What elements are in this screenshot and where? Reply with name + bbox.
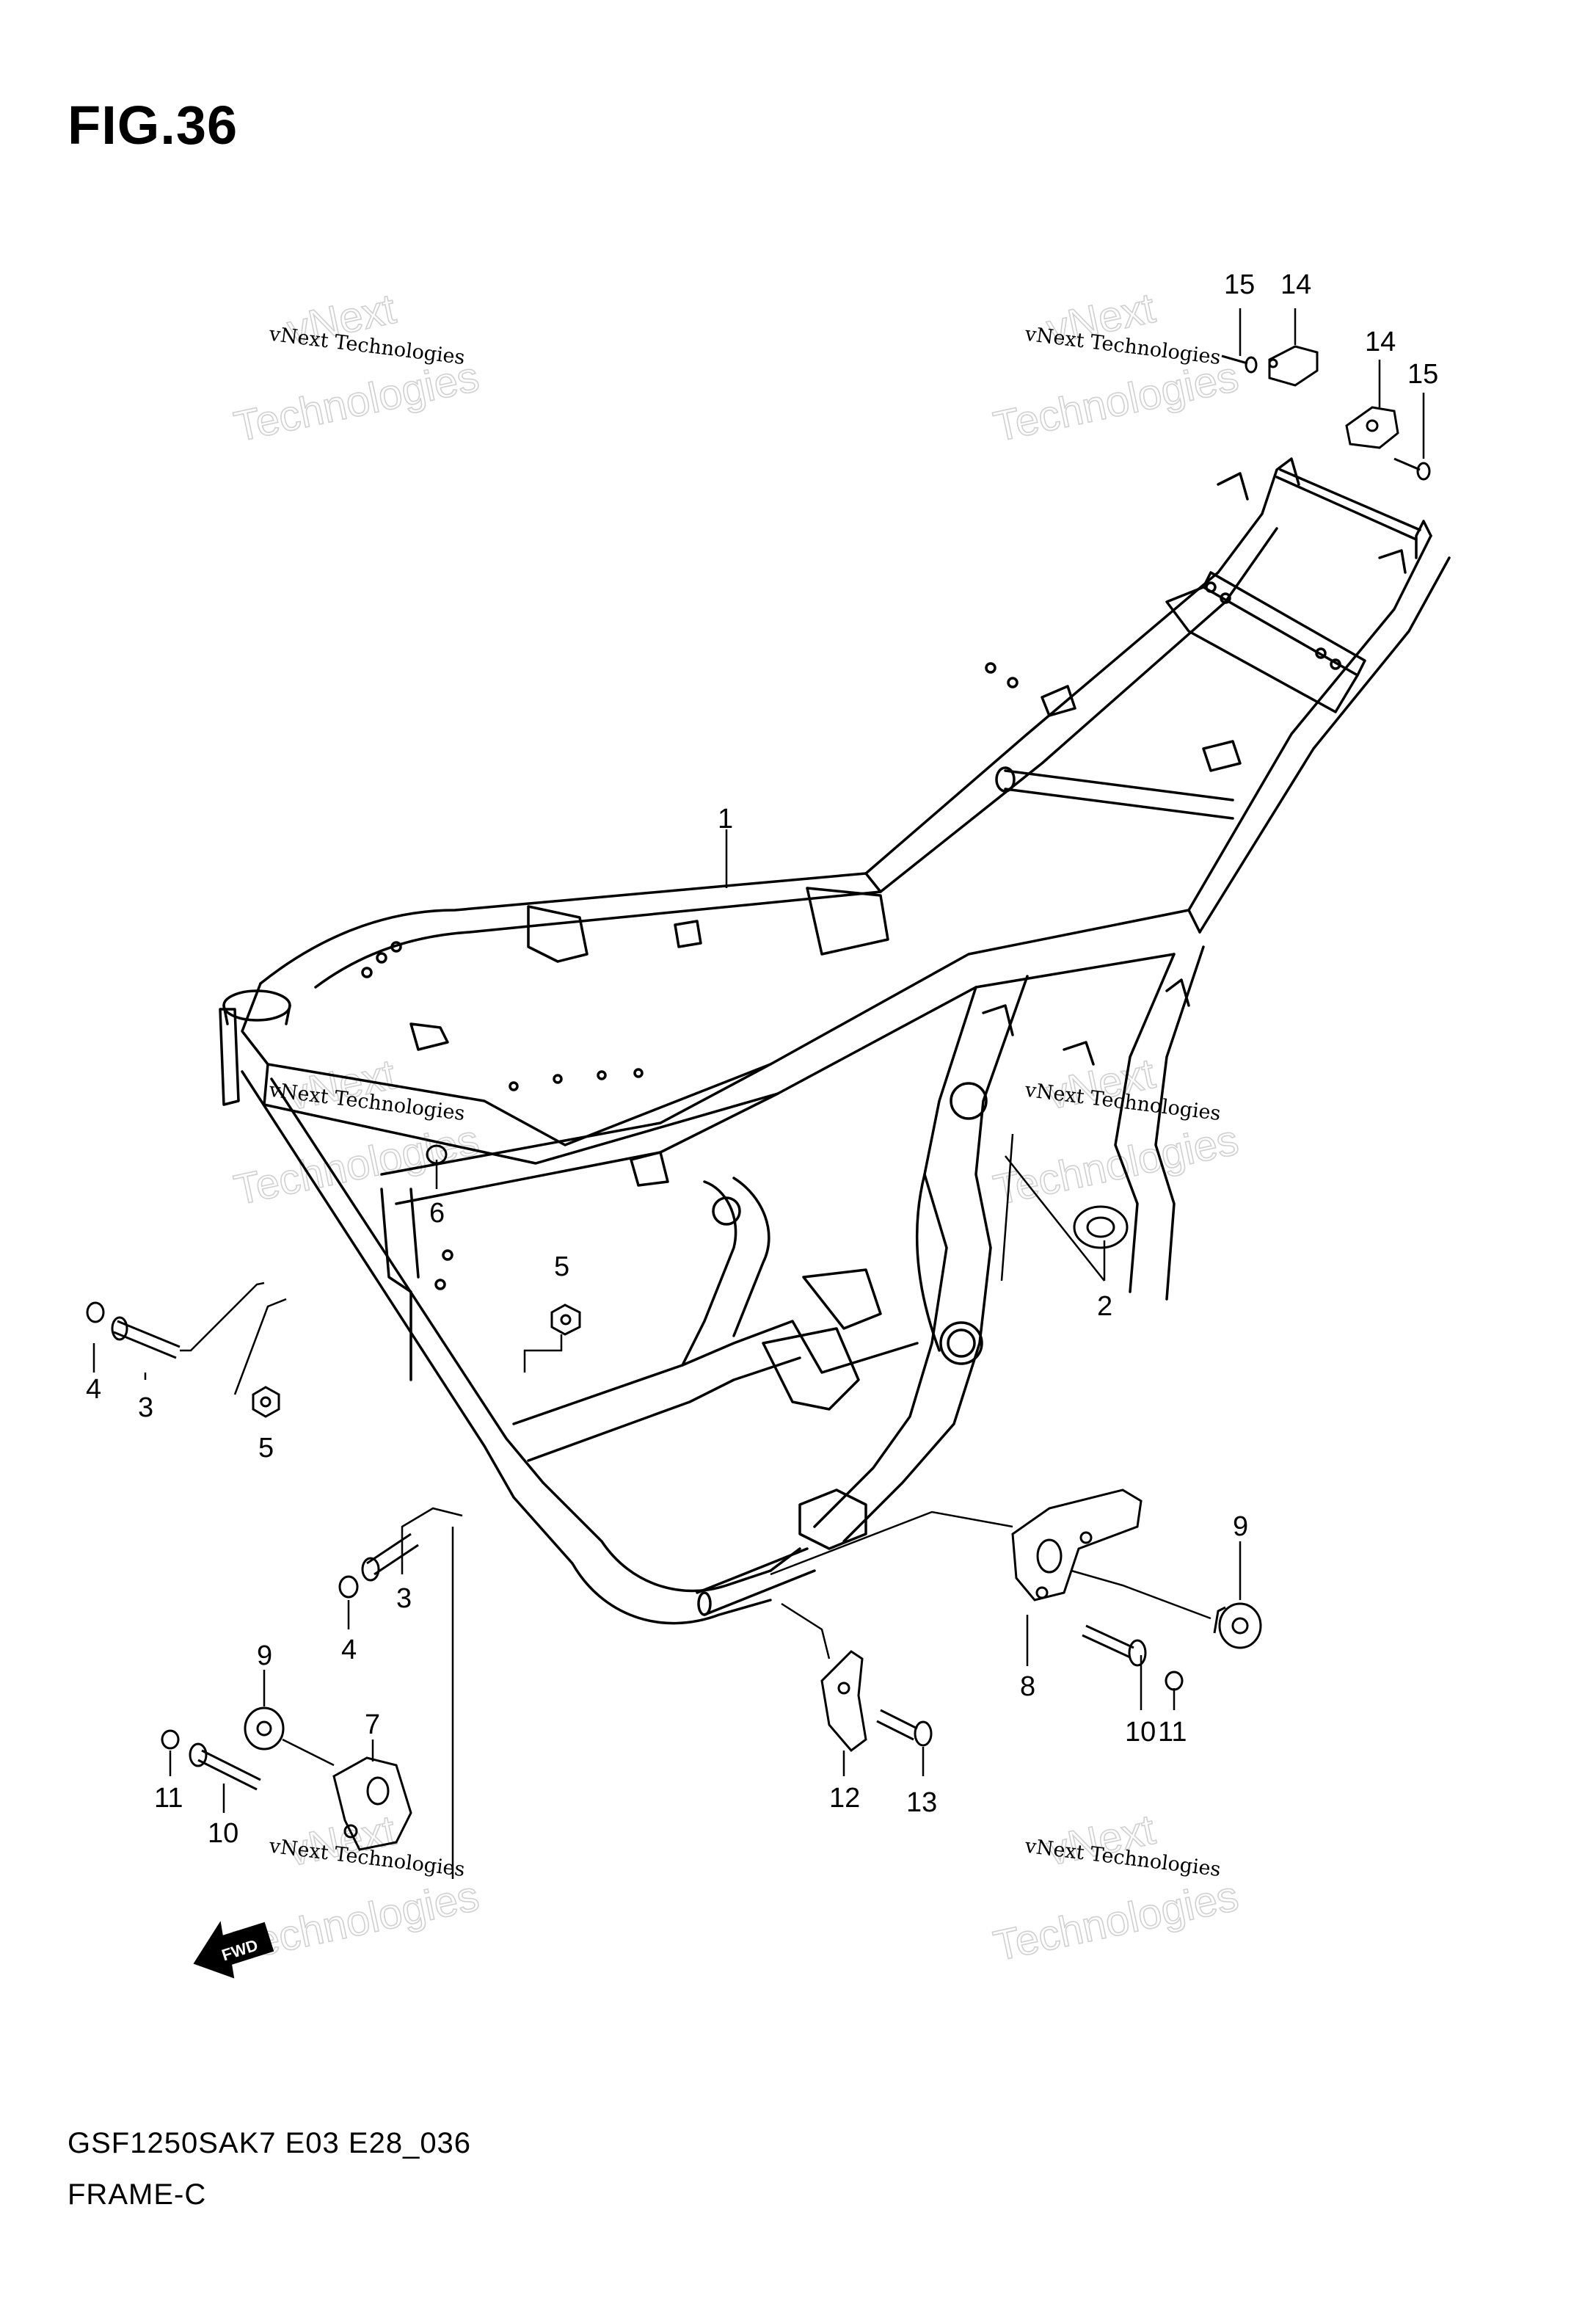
callout-15-lower: 15 (1407, 359, 1438, 390)
watermark-top-left: vNext Technologies vNext Technologies (230, 284, 484, 451)
callout-5-upper: 5 (554, 1251, 569, 1282)
callout-11-left: 11 (154, 1783, 183, 1814)
part-10-bolt-right (1082, 1624, 1147, 1667)
part-13-bolt (876, 1709, 933, 1747)
callout-14-lower: 14 (1365, 327, 1396, 357)
part-3-bolt-lower (361, 1533, 419, 1582)
part-11-nut-right (1165, 1671, 1184, 1691)
watermark-bottom-word: Technologies (230, 352, 484, 451)
callout-14-upper: 14 (1280, 269, 1311, 300)
part-7-engine-bracket (332, 1756, 412, 1851)
watermark-bottom-word: Technologies (230, 1872, 484, 1970)
part-10-bolt-left (189, 1742, 261, 1791)
watermark-bottom-right: vNext Technologies vNext Technologies (989, 1805, 1243, 1971)
watermark-bottom-word: Technologies (990, 1872, 1243, 1970)
callout-15-upper: 15 (1224, 269, 1255, 300)
fwd-arrow-icon (193, 1921, 274, 1979)
part-12-bracket (820, 1650, 867, 1753)
forward-direction-arrow: FWD (193, 1921, 274, 1979)
callout-10-right: 10 (1125, 1717, 1156, 1748)
watermark-bottom-word: Technologies (990, 1116, 1243, 1214)
part-15-screw-lower (1393, 457, 1431, 481)
callout-10-left: 10 (208, 1818, 238, 1849)
part-5-nut-lower (252, 1386, 280, 1418)
part-3-bolt-upper (111, 1316, 181, 1359)
part-4-washer-lower (338, 1575, 359, 1599)
part-2-grommet (1073, 1205, 1129, 1249)
part-9-spacer-right (1213, 1602, 1262, 1649)
callout-8: 8 (1020, 1671, 1035, 1702)
part-11-nut-left (161, 1729, 180, 1750)
part-5-nut-upper (550, 1304, 581, 1336)
callout-9-left: 9 (257, 1640, 272, 1671)
leader-lines (92, 308, 1425, 1879)
callout-3-lower: 3 (396, 1583, 412, 1614)
section-name: FRAME-C (68, 2178, 207, 2211)
callout-2: 2 (1097, 1291, 1112, 1322)
callout-4-lower: 4 (341, 1635, 357, 1665)
figure-title: FIG.36 (68, 95, 238, 156)
callout-numbers: 1 2 3 3 4 4 5 5 6 7 8 9 9 10 10 11 11 12… (86, 269, 1438, 1849)
callout-9-right: 9 (1233, 1511, 1248, 1542)
callout-7: 7 (365, 1709, 380, 1740)
part-9-spacer-left (244, 1706, 285, 1751)
callout-4-upper: 4 (86, 1374, 101, 1405)
part-4-washer-upper (86, 1301, 105, 1323)
callout-12: 12 (829, 1783, 860, 1814)
callout-13: 13 (906, 1787, 937, 1818)
frame-part-1 (219, 457, 1451, 1625)
callout-3-upper: 3 (138, 1392, 153, 1423)
part-15-screw-upper (1221, 355, 1258, 374)
part-8-engine-bracket (1011, 1488, 1143, 1602)
watermark-middle-right: vNext Technologies vNext Technologies (989, 1049, 1243, 1215)
callout-6: 6 (429, 1198, 445, 1229)
callout-1: 1 (718, 804, 733, 835)
watermark-top-right: vNext Technologies vNext Technologies (989, 283, 1243, 451)
part-14-cover-upper (1268, 345, 1319, 387)
callout-11-right: 11 (1158, 1717, 1187, 1748)
watermark-bottom-word: Technologies (230, 1116, 484, 1214)
callout-5-lower: 5 (258, 1433, 274, 1464)
part-14-cover-lower (1345, 406, 1399, 449)
model-code: GSF1250SAK7 E03 E28_036 (68, 2127, 472, 2159)
